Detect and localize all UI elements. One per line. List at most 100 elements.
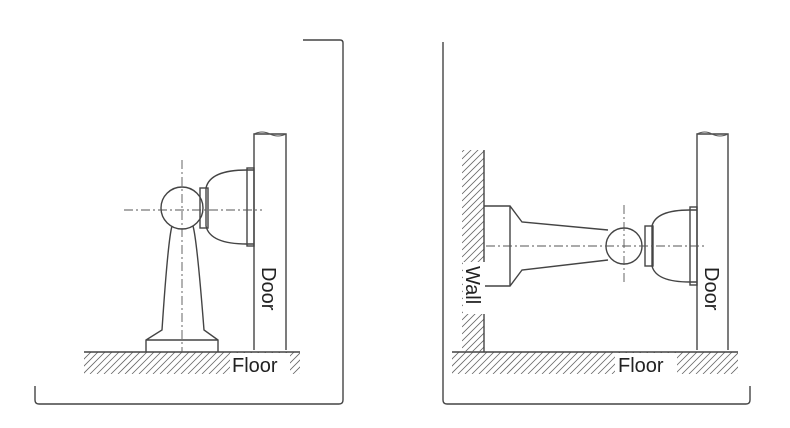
left-floor-label: Floor: [232, 355, 278, 377]
right-wall-hatch-stroke: [462, 220, 484, 244]
left-floor-hatch-stroke: [166, 352, 190, 374]
right-floor-hatch-stroke: [674, 352, 698, 374]
right-floor-hatch-stroke: [485, 352, 509, 374]
right-floor-hatch-stroke: [471, 352, 495, 374]
right-floor-hatch-stroke: [452, 352, 460, 360]
right-wall-hatch-stroke: [462, 234, 484, 258]
right-floor-hatch-stroke: [737, 373, 738, 374]
right-floor-hatch-stroke: [541, 352, 565, 374]
right-wall-hatch-stroke: [462, 325, 484, 349]
left-floor-hatch-stroke: [159, 352, 183, 374]
right-floor-hatch-stroke: [576, 352, 600, 374]
right-floor-hatch-stroke: [723, 359, 738, 374]
left-floor-hatch-stroke: [187, 352, 211, 374]
left-floor-hatch-stroke: [117, 352, 141, 374]
right-floor-hatch-stroke: [688, 352, 712, 374]
left-floor-hatch-stroke: [89, 352, 113, 374]
right-floor-hatch-stroke: [527, 352, 551, 374]
right-door: [696, 133, 729, 350]
left-floor-hatch-stroke: [180, 352, 204, 374]
left-floor-hatch-stroke: [173, 352, 197, 374]
right-floor-hatch: [452, 352, 781, 374]
left-floor-hatch-stroke: [292, 366, 300, 374]
left-cup-rubber: [199, 187, 209, 229]
left-floor-hatch-stroke: [307, 352, 329, 374]
left-floor-hatch-stroke: [124, 352, 148, 374]
left-floor-hatch-stroke: [84, 352, 85, 353]
left-floor-hatch-stroke: [103, 352, 127, 374]
right-floor-hatch-stroke: [548, 352, 572, 374]
right-wall-hatch-stroke: [462, 150, 472, 160]
left-door-top-break: [253, 131, 287, 137]
right-floor-hatch-stroke: [452, 352, 474, 374]
left-floor-hatch-stroke: [314, 352, 336, 374]
right-floor-hatch-stroke: [478, 352, 502, 374]
right-wall-hatch-stroke: [462, 241, 484, 265]
right-floor-hatch-stroke: [452, 352, 467, 367]
right-wall-hatch-stroke: [462, 164, 484, 188]
left-floor-hatch-stroke: [138, 352, 162, 374]
right-floor-hatch-stroke: [452, 352, 453, 353]
right-wall-hatch-stroke: [462, 227, 484, 251]
left-frame: [34, 39, 344, 405]
right-floor-hatch-stroke: [702, 352, 726, 374]
left-floor-hatch-stroke: [84, 352, 92, 360]
left-floor-hatch-stroke: [201, 352, 225, 374]
right-wall-hatch-stroke: [462, 199, 484, 223]
right-floor-hatch-stroke: [752, 352, 774, 374]
left-door: [253, 133, 287, 350]
right-wall-hatch-stroke: [462, 150, 465, 153]
right-panel: Wall Door Floor: [442, 42, 781, 405]
left-floor-hatch-stroke: [194, 352, 218, 374]
right-floor-hatch-stroke: [709, 352, 733, 374]
left-floor-hatch-stroke: [299, 373, 300, 374]
right-wall-hatch-stroke: [462, 368, 484, 390]
right-floor-hatch-stroke: [681, 352, 705, 374]
right-wall-hatch-stroke: [462, 157, 484, 181]
right-wall-hatch-stroke: [462, 311, 484, 335]
left-floor-hatch-stroke: [208, 352, 232, 374]
right-wall-label: Wall: [461, 266, 483, 304]
right-floor-hatch-stroke: [695, 352, 719, 374]
right-floor-hatch-stroke: [464, 352, 488, 374]
left-door-cup: [205, 169, 254, 245]
right-wall-hatch-stroke: [462, 178, 484, 202]
right-wall-hatch-stroke: [462, 150, 479, 167]
left-door-cup-base: [246, 167, 255, 247]
right-floor-hatch-stroke: [583, 352, 607, 374]
right-door-top-break: [696, 131, 729, 137]
right-floor-hatch-stroke: [562, 352, 586, 374]
right-wall-hatch-stroke: [462, 192, 484, 216]
right-wall-hatch-stroke: [471, 339, 484, 352]
right-floor-hatch-stroke: [513, 352, 537, 374]
left-floor-hatch-stroke: [145, 352, 169, 374]
left-stem: [145, 225, 219, 352]
right-floor-hatch-stroke: [499, 352, 523, 374]
right-frame: [442, 42, 751, 405]
left-floor-hatch-stroke: [96, 352, 120, 374]
right-wall-hatch-stroke: [478, 346, 484, 352]
right-floor-hatch-stroke: [534, 352, 558, 374]
right-floor-hatch-stroke: [492, 352, 516, 374]
right-floor-hatch-stroke: [520, 352, 544, 374]
right-door-label: Door: [700, 267, 722, 311]
right-wall-hatch-stroke: [462, 213, 484, 237]
left-floor-hatch-stroke: [152, 352, 176, 374]
right-floor-hatch-stroke: [506, 352, 530, 374]
right-floor-hatch-stroke: [555, 352, 579, 374]
right-floor-hatch-stroke: [745, 352, 767, 374]
right-floor-hatch-stroke: [759, 352, 781, 374]
left-floor-hatch-stroke: [321, 352, 343, 374]
left-door-label: Door: [257, 267, 279, 311]
left-floor-hatch-stroke: [84, 352, 106, 374]
right-wall-hatch-stroke: [462, 206, 484, 230]
right-wall-hatch-stroke: [462, 150, 484, 174]
left-floor-hatch-stroke: [131, 352, 155, 374]
right-floor-hatch-stroke: [590, 352, 614, 374]
left-panel: Door Floor: [34, 39, 344, 405]
right-floor-hatch-stroke: [569, 352, 593, 374]
right-wall-hatch: [462, 150, 484, 390]
right-wall-hatch-stroke: [462, 185, 484, 209]
